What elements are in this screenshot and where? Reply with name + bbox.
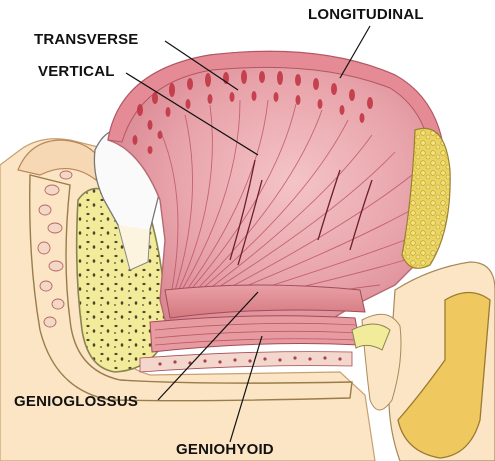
geniohyoid-band xyxy=(150,316,360,352)
label-longitudinal: LONGITUDINAL xyxy=(308,6,424,23)
label-vertical: VERTICAL xyxy=(38,63,115,80)
label-geniohyoid: GENIOHYOID xyxy=(176,441,274,458)
label-genioglossus: GENIOGLOSSUS xyxy=(14,393,138,410)
mylohyoid-strip xyxy=(140,352,352,372)
label-transverse: TRANSVERSE xyxy=(34,31,139,48)
